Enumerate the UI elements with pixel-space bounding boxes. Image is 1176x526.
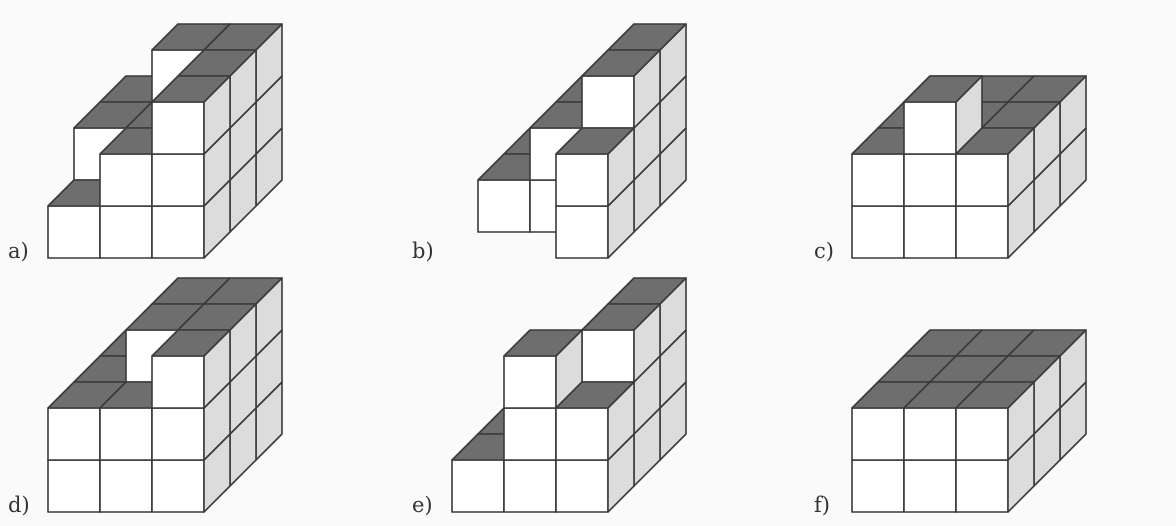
cube-front-face [581,329,635,383]
cube-front-face [851,459,905,513]
cube-top-face [581,49,661,77]
cube-front-face [151,355,205,409]
cube-top-face [151,75,231,103]
cube [555,127,635,207]
figure-d [47,277,283,513]
cube-front-face [151,153,205,207]
cube-front-face [99,459,153,513]
cube [955,127,1035,207]
cube-front-face [851,153,905,207]
cube-front-face [903,459,957,513]
cube [581,49,661,129]
cube-front-face [955,153,1009,207]
cube-front-face [151,407,205,461]
cube-front-face [99,153,153,207]
cube [955,381,1035,461]
cube-front-face [151,205,205,259]
cube-top-face [903,75,983,103]
figure-label: f) [814,493,830,517]
cube-front-face [851,205,905,259]
cube-front-face [99,407,153,461]
cube-front-face [47,459,101,513]
figure-e [451,277,687,513]
figure-a [47,23,283,259]
cube-front-face [555,153,609,207]
cube-front-face [477,179,531,233]
cube-top-face [955,381,1035,409]
cube-front-face [503,355,557,409]
cube-front-face [903,407,957,461]
cube-front-face [503,407,557,461]
figure-label: d) [8,493,30,517]
cube-front-face [47,205,101,259]
cube [581,303,661,383]
figure-label: e) [412,493,433,517]
cube-top-face [151,329,231,357]
cube-top-face [955,127,1035,155]
figure-label: a) [8,239,29,263]
figure-b [477,23,687,259]
cube-front-face [555,459,609,513]
cube-front-face [555,407,609,461]
cube-top-face [555,127,635,155]
cube-front-face [903,153,957,207]
cube-front-face [903,205,957,259]
cube-front-face [151,459,205,513]
figure-f [851,329,1087,513]
cube-top-face [581,303,661,331]
figure-label: c) [814,239,834,263]
cube-front-face [555,205,609,259]
cube-top-face [503,329,583,357]
cube-front-face [903,101,957,155]
cube-front-face [451,459,505,513]
cube-front-face [955,205,1009,259]
cube [151,329,231,409]
cube-top-face [555,381,635,409]
cube-front-face [955,459,1009,513]
cube-front-face [851,407,905,461]
cube [151,75,231,155]
cube-front-face [47,407,101,461]
cube-front-face [955,407,1009,461]
cube-front-face [151,101,205,155]
cube-front-face [503,459,557,513]
cube-front-face [581,75,635,129]
cube [555,381,635,461]
cube-front-face [99,205,153,259]
figure-label: b) [412,239,434,263]
figure-c [851,75,1087,259]
